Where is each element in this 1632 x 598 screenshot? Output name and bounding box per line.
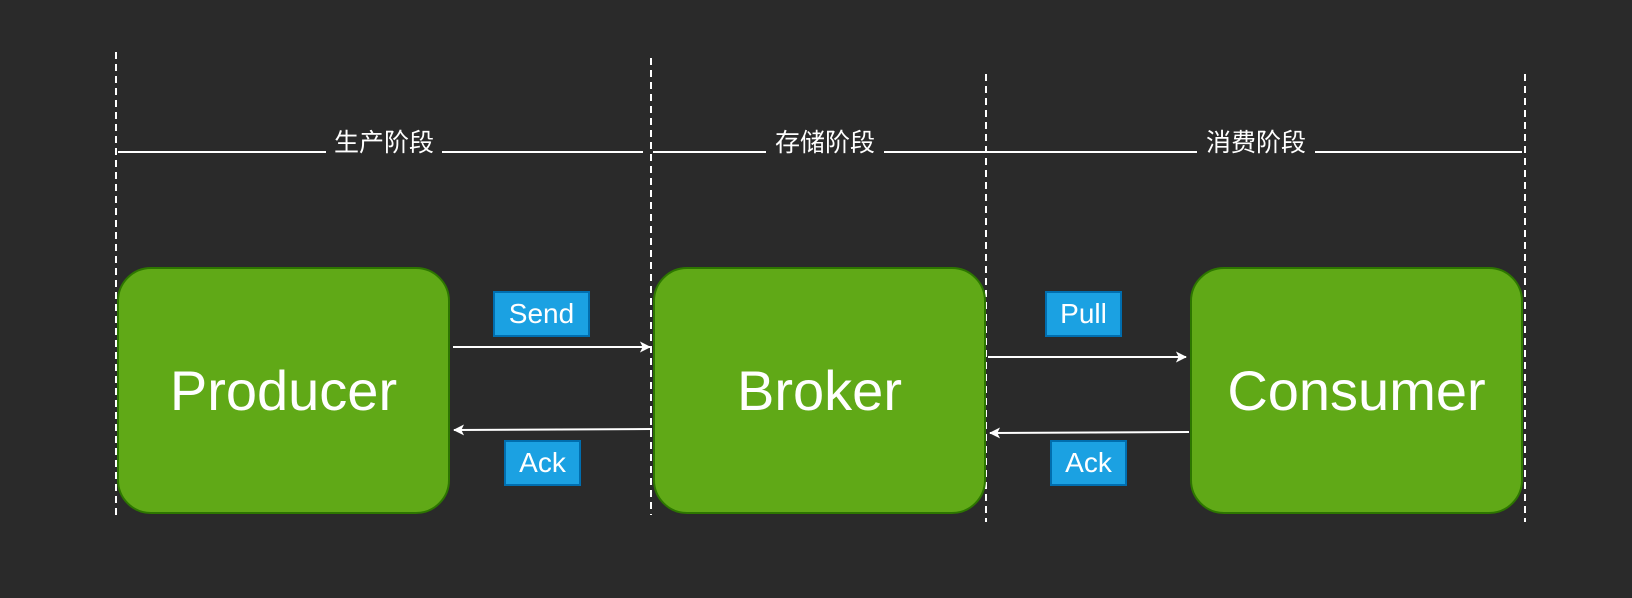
producer-label: Producer xyxy=(169,359,398,422)
broker-label: Broker xyxy=(737,359,902,422)
consumer-label: Consumer xyxy=(1227,359,1486,422)
ack-arrow-to-producer xyxy=(453,424,653,436)
broker-node: Broker xyxy=(653,267,986,514)
consumer-node: Consumer xyxy=(1190,267,1523,514)
ack-tag-producer: Ack xyxy=(504,440,581,486)
pull-tag: Pull xyxy=(1045,291,1122,337)
producer-node: Producer xyxy=(117,267,450,514)
phase-label-storage: 存储阶段 xyxy=(766,126,884,160)
send-tag: Send xyxy=(493,291,590,337)
ack-arrow-to-broker xyxy=(989,427,1190,439)
phase-label-production: 生产阶段 xyxy=(326,126,442,160)
ack-tag-consumer: Ack xyxy=(1050,440,1127,486)
phase-label-consumption: 消费阶段 xyxy=(1197,126,1315,160)
